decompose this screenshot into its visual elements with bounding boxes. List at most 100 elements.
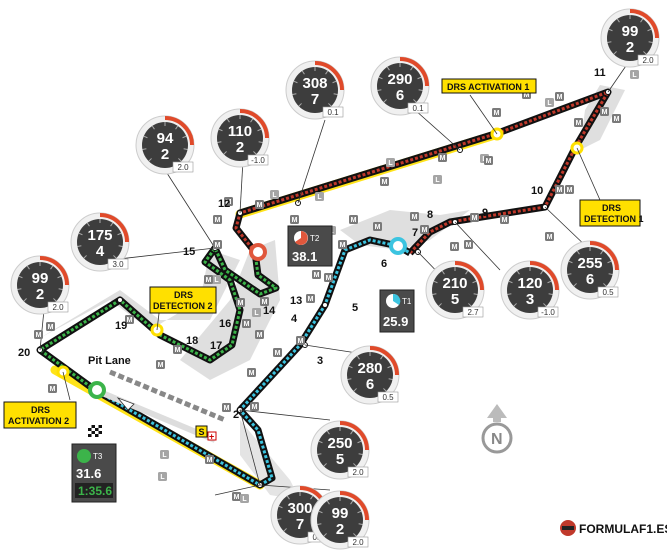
sector-t1-box: T1 25.9	[379, 289, 415, 333]
gauge-gear: 2	[236, 139, 244, 156]
gauge-gear: 7	[296, 516, 304, 533]
mode-markers: MMMLLMMLMMMMMMMMMMMLMMMMMMMMMMMMLMLMMLML…	[34, 70, 639, 503]
svg-text:M: M	[576, 120, 582, 127]
svg-text:M: M	[298, 338, 304, 345]
m-marker: M	[612, 114, 621, 123]
turn-numbers: 2 3 4 5 6 7 8 9 10 11 12 13 14 15 16 17 …	[18, 67, 606, 421]
svg-text:M: M	[557, 187, 563, 194]
gauge-gear: 2	[161, 146, 169, 163]
svg-text:M: M	[547, 234, 553, 241]
m-marker: M	[205, 455, 214, 464]
drs-activation2-box: DRS ACTIVATION 2	[3, 401, 77, 429]
gauge-speed: 280	[357, 360, 382, 377]
svg-text:M: M	[502, 217, 508, 224]
svg-text:38.1: 38.1	[292, 249, 317, 264]
pit-lane-label: Pit Lane	[88, 355, 131, 367]
gauge-speed: 120	[517, 275, 542, 292]
svg-text:M: M	[326, 275, 332, 282]
turn-19: 19	[115, 320, 127, 332]
m-marker: M	[349, 215, 358, 224]
gauge-speed: 110	[228, 123, 252, 140]
m-marker: M	[232, 492, 241, 501]
turn-17: 17	[210, 340, 222, 352]
compass-icon: N	[481, 404, 513, 454]
svg-text:DRS: DRS	[602, 203, 621, 213]
m-marker: M	[380, 177, 389, 186]
gauge-gforce: 0.5	[382, 393, 394, 402]
gauge-gear: 2	[36, 286, 44, 303]
turn-16: 16	[219, 318, 231, 330]
svg-text:M: M	[292, 217, 298, 224]
turn-7: 7	[412, 227, 418, 239]
svg-text:M: M	[226, 199, 232, 206]
m-marker: M	[204, 275, 213, 284]
gauge-gear: 6	[586, 271, 594, 288]
svg-text:L: L	[388, 160, 393, 167]
svg-text:T1: T1	[402, 297, 412, 306]
gauge-speed: 255	[577, 255, 602, 272]
m-marker: M	[250, 402, 259, 411]
m-marker: M	[312, 270, 321, 279]
svg-text:M: M	[412, 214, 418, 221]
turn-6: 6	[381, 258, 387, 270]
gauge-gear: 5	[336, 451, 344, 468]
svg-text:M: M	[314, 272, 320, 279]
svg-text:L: L	[242, 496, 247, 503]
svg-text:M: M	[244, 321, 250, 328]
gauge-gforce: -1.0	[541, 308, 555, 317]
gauge-gforce: 2.0	[642, 56, 654, 65]
m-marker: M	[600, 107, 609, 116]
gauge-speed: 290	[387, 71, 412, 88]
m-marker: M	[255, 330, 264, 339]
m-marker: M	[156, 360, 165, 369]
svg-text:M: M	[206, 277, 212, 284]
svg-text:M: M	[557, 94, 563, 101]
svg-text:M: M	[238, 300, 244, 307]
svg-text:T2: T2	[310, 234, 320, 243]
l-marker: L	[630, 70, 639, 79]
m-marker: M	[500, 215, 509, 224]
svg-text:M: M	[308, 296, 314, 303]
svg-text:M: M	[375, 224, 381, 231]
m-marker: M	[545, 232, 554, 241]
svg-text:M: M	[257, 202, 263, 209]
svg-text:M: M	[215, 242, 221, 249]
turn-4: 4	[291, 313, 298, 325]
svg-text:M: M	[158, 362, 164, 369]
svg-text:L: L	[162, 452, 167, 459]
gauge-gear: 5	[451, 291, 459, 308]
gauge-gear: 7	[311, 91, 319, 108]
svg-text:DRS: DRS	[174, 290, 193, 300]
gauge-gforce: 2.0	[52, 303, 64, 312]
m-marker: M	[464, 240, 473, 249]
svg-text:M: M	[207, 457, 213, 464]
turn-18: 18	[186, 335, 198, 347]
gauge-gforce: 3.0	[112, 260, 124, 269]
svg-text:M: M	[422, 227, 428, 234]
m-marker: M	[247, 368, 256, 377]
speed-gauges: 9922.029060.130870.11102-1.09422.017543.…	[10, 8, 660, 550]
m-marker: M	[410, 212, 419, 221]
m-marker: M	[290, 215, 299, 224]
gauge-speed: 99	[622, 23, 639, 40]
sector2-marker	[249, 243, 267, 261]
m-marker: M	[565, 185, 574, 194]
m-marker: M	[338, 240, 347, 249]
svg-text:M: M	[340, 242, 346, 249]
svg-text:M: M	[215, 217, 221, 224]
svg-text:L: L	[160, 474, 165, 481]
svg-text:M: M	[50, 386, 56, 393]
gauge-gear: 2	[336, 521, 344, 538]
svg-text:L: L	[272, 192, 277, 199]
svg-text:L: L	[547, 100, 552, 107]
svg-text:M: M	[351, 217, 357, 224]
svg-text:L: L	[632, 72, 637, 79]
